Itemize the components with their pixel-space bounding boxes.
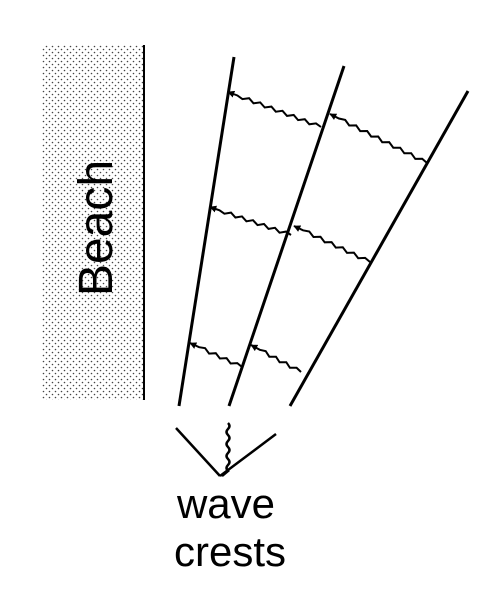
arrow-bottom-right: [250, 344, 302, 373]
wave-crest-line-2: [227, 65, 346, 407]
wave-crest-line-3: [288, 90, 470, 407]
beach-label: Beach: [70, 160, 123, 296]
wave-ray-arrows: [189, 90, 428, 373]
wave-crest-line-1: [177, 56, 236, 407]
caption-pointer: [175, 422, 277, 477]
beach-sand: [42, 45, 144, 400]
caption-line-wave: wave: [176, 480, 275, 527]
pointer-left-line: [175, 427, 221, 477]
pointer-middle-wavy-line: [221, 422, 231, 477]
arrow-bottom-left: [189, 342, 243, 368]
beach-region: Beach: [42, 45, 145, 400]
arrow-middle-right: [293, 225, 371, 263]
arrow-top-right: [329, 113, 428, 164]
arrow-top-left: [227, 90, 322, 128]
caption-line-crests: crests: [174, 528, 286, 575]
arrow-middle-left: [209, 205, 292, 236]
pointer-right-line: [219, 433, 277, 477]
wave-crests: [177, 56, 470, 407]
